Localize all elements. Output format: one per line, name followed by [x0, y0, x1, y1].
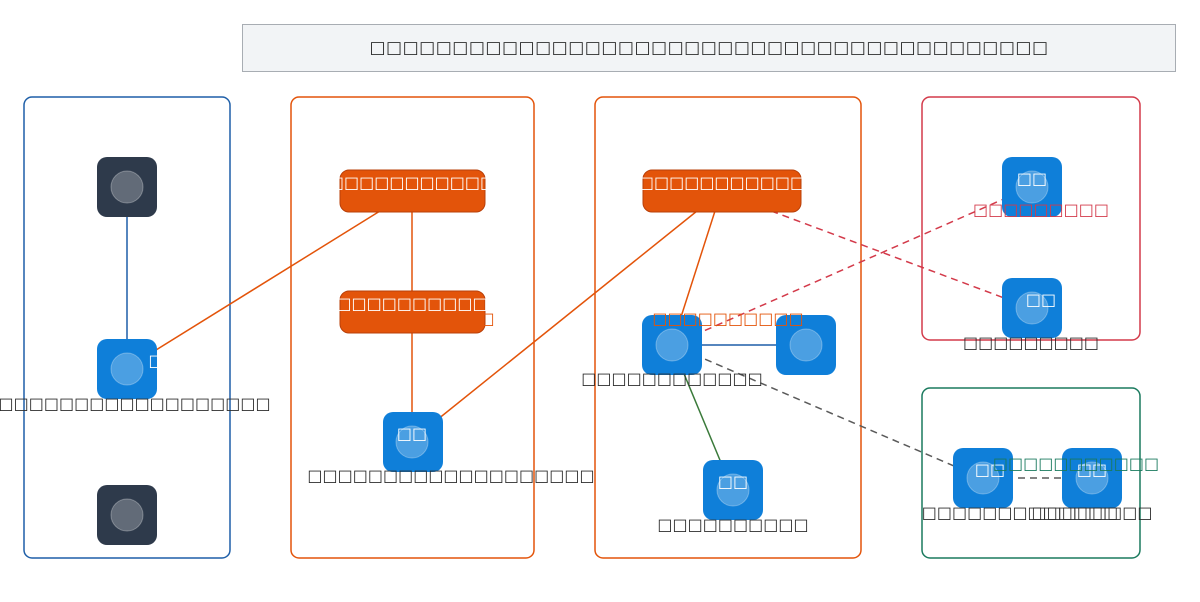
diagram-title: □□□□□□□□□□□□□□□□□□□□□□□□□□□□□□□□□□□□□□□□… [242, 24, 1176, 72]
node-o3[interactable]: □□□□□□□□□□□□□□□ [609, 169, 836, 213]
circle-icon [966, 461, 1000, 495]
circle-icon [110, 170, 144, 204]
node-b12-text: □□ [1077, 460, 1107, 479]
node-o2-text: □□□□□□□□□□ [336, 294, 487, 313]
edge-label-b11-b12: □□□□□□□□□□□ [993, 454, 1159, 473]
node-n2[interactable]: □ [97, 339, 164, 399]
node-b9-text: □□ [1017, 169, 1047, 188]
edge-o1-n2 [125, 210, 381, 370]
node-b5-label: □□□□□□□□□□□□□□□□□□□ [307, 466, 594, 485]
node-b8-text: □□ [718, 472, 748, 491]
group-3-container [594, 96, 862, 559]
node-b11-label: □□□□□□□□□□□□□ [922, 503, 1119, 522]
node-b6[interactable] [642, 315, 702, 375]
circle-icon [655, 328, 689, 362]
node-o3-text: □□□□□□□□□□□□□□□ [609, 173, 836, 192]
node-b8[interactable]: □□ [703, 460, 763, 520]
edge-o3-b10 [714, 189, 1033, 310]
node-b10-text: □□ [1026, 290, 1056, 309]
node-b7[interactable] [776, 315, 836, 375]
circle-icon [110, 498, 144, 532]
node-b8-label: □□□□□□□□□□ [657, 515, 808, 534]
node-o1-text: □□□□□□□□□□□□□ [314, 173, 511, 192]
group-5-container [921, 387, 1141, 559]
edge-label-b9-side: □□□□□□□□□ [973, 200, 1109, 219]
edge-label-o2-side: □ [479, 309, 494, 328]
group-1-container [23, 96, 231, 559]
node-n2-text: □ [148, 351, 163, 370]
circle-icon [716, 473, 750, 507]
circle-icon [110, 352, 144, 386]
node-b12-label: □□□□□□□□ [1032, 503, 1153, 522]
circle-icon [1075, 461, 1109, 495]
node-n2-label: □□□□□□□□□□□□□□□□□□□ [0, 394, 271, 413]
group-2-container [290, 96, 535, 559]
circle-icon [1015, 291, 1049, 325]
circle-icon [1015, 170, 1049, 204]
node-b5[interactable]: □□ [383, 412, 443, 472]
node-b11[interactable]: □□ [953, 448, 1013, 508]
node-b12[interactable]: □□ [1062, 448, 1122, 508]
circle-icon [789, 328, 823, 362]
circle-icon [395, 425, 429, 459]
node-n3[interactable] [97, 485, 157, 545]
edge-o3-b5 [410, 210, 698, 442]
edge-b6-b11 [671, 344, 984, 480]
edge-b6-b9 [671, 185, 1033, 346]
node-n1[interactable] [97, 157, 157, 217]
node-o2[interactable]: □□□□□□□□□□ [336, 290, 488, 334]
node-b10[interactable]: □□ [1002, 278, 1062, 338]
group-4-container [921, 96, 1141, 341]
node-b10-label: □□□□□□□□□ [963, 333, 1099, 352]
node-b6-label: □□□□□□□□□□□□ [581, 369, 762, 388]
edge-label-b6-top: □□□□□□□□□□ [652, 309, 803, 328]
node-b9[interactable]: □□ [1002, 157, 1062, 217]
node-b11-text: □□ [975, 460, 1005, 479]
node-o1[interactable]: □□□□□□□□□□□□□ [314, 169, 511, 213]
node-b5-text: □□ [397, 424, 427, 443]
